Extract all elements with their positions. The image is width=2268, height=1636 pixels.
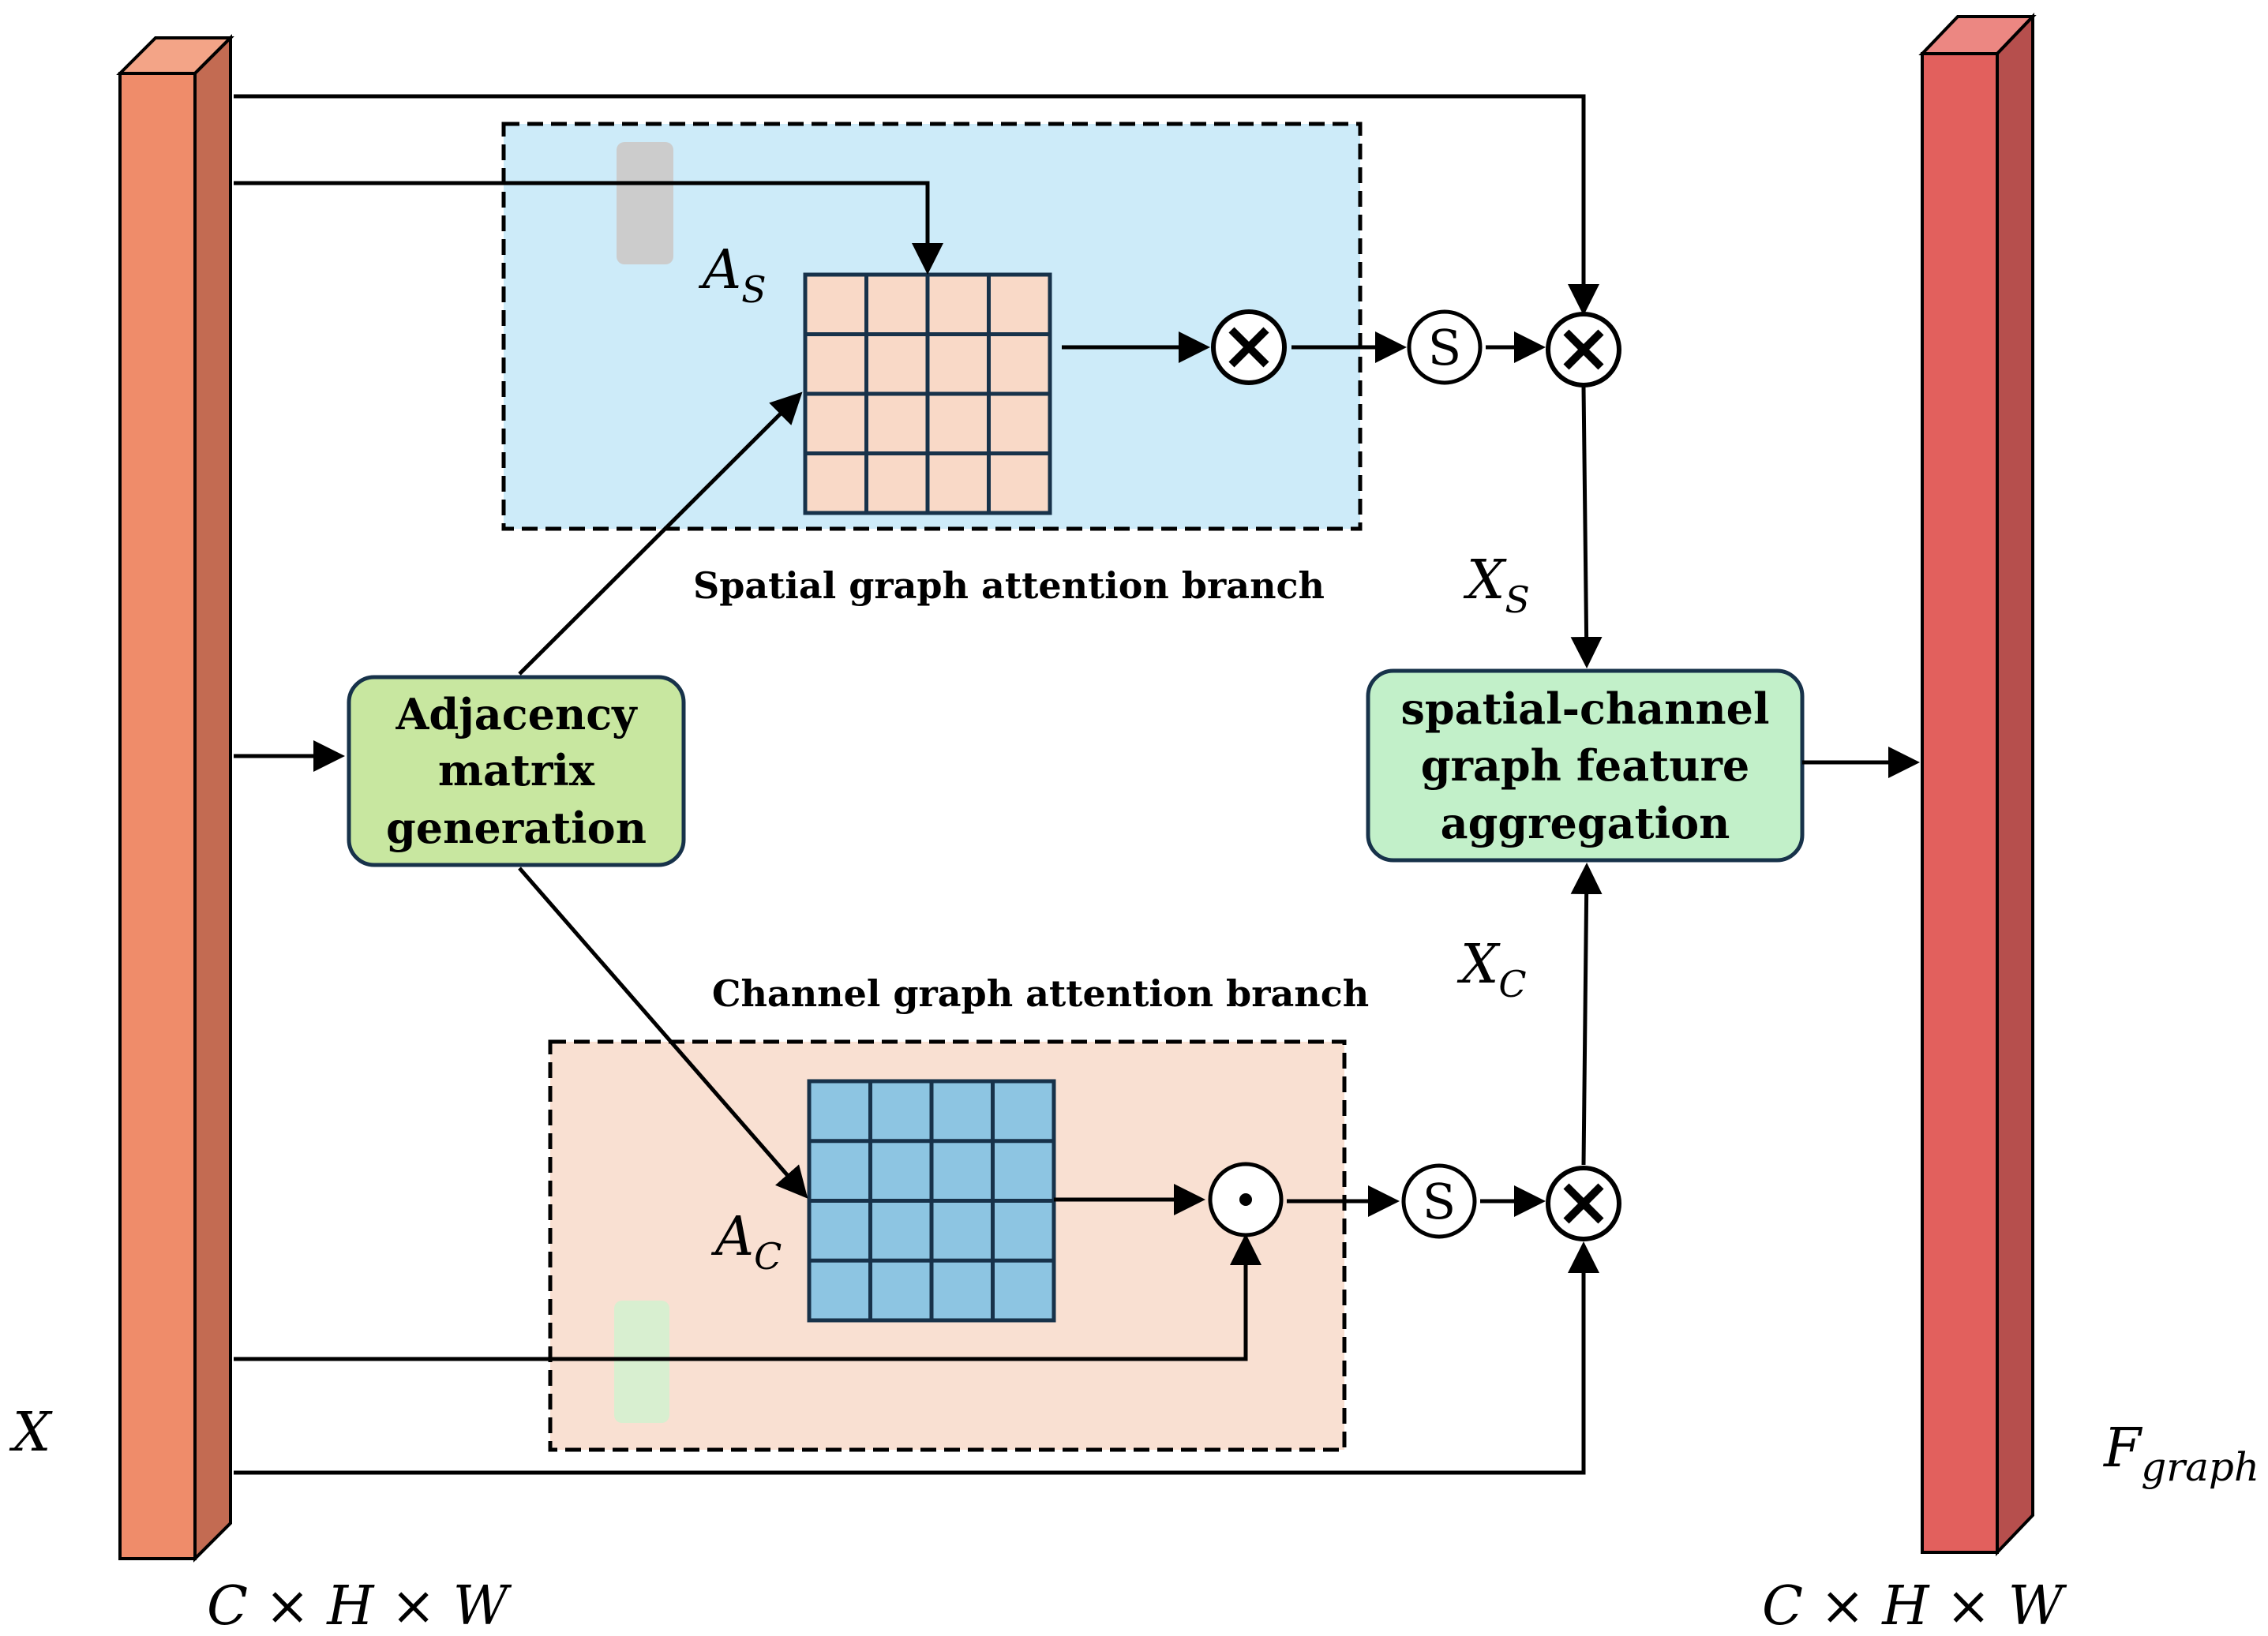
adjacency-generation-box (347, 675, 686, 867)
input-tensor-front (118, 72, 197, 1560)
aggregation-box (1366, 668, 1805, 863)
channel-sigmoid-op: S (1401, 1163, 1477, 1239)
spatial-branch-label: Spatial graph attention branch (693, 564, 1325, 607)
input-to-spatial-matrix-arrow (234, 181, 943, 275)
input-tensor-side (193, 34, 232, 1563)
channel-output-to-aggregation-arrow (1570, 863, 1603, 1166)
spatial-matrix-symbol: AS (698, 239, 767, 311)
connectors (234, 94, 1920, 1475)
channel-matrix-symbol: AC (710, 1206, 782, 1278)
spatial-adjacency-matrix (803, 272, 1052, 515)
input-to-channel-dot-arrow (234, 1234, 1261, 1361)
output-shape-label: C × H × W (1762, 1575, 2067, 1636)
adjacency-box-line-2: matrix (438, 745, 595, 796)
channel-output-symbol: XC (1456, 934, 1527, 1005)
spatial-sigmoid-label: S (1428, 319, 1461, 376)
aggregation-box-line-3: aggregation (1441, 798, 1730, 848)
channel-branch-label: Channel graph attention branch (712, 972, 1369, 1015)
input-shape-label: C × H × W (207, 1575, 512, 1636)
spatial-output-to-aggregation-arrow (1570, 386, 1603, 668)
spatial-output-symbol: XS (1463, 549, 1530, 621)
input-symbol: X (9, 1402, 53, 1464)
adjacency-box-line-1: Adjacency (395, 689, 639, 739)
spatial-multiply-op (1211, 309, 1287, 385)
output-tensor (1918, 13, 2037, 1556)
channel-dot-op (1208, 1162, 1284, 1237)
output-symbol: Fgraph (2102, 1417, 2259, 1490)
output-tensor-front (1921, 52, 1999, 1554)
spatial-sigmoid-op: S (1407, 309, 1483, 385)
aggregation-box-line-1: spatial-channel (1400, 683, 1769, 734)
adjacency-box-line-3: generation (386, 803, 647, 853)
adjacency-to-channel-arrow (518, 867, 808, 1199)
top-skip-arrow (234, 94, 1599, 316)
output-tensor-side (1996, 13, 2034, 1556)
spatial-gray-block (617, 142, 673, 264)
channel-adjacency-matrix (807, 1079, 1056, 1323)
adjacency-to-spatial-arrow (518, 391, 803, 676)
bottom-skip-arrow (234, 1241, 1599, 1475)
channel-green-block (614, 1301, 669, 1423)
input-tensor (116, 34, 234, 1563)
spatial-output-multiply-op (1546, 312, 1621, 387)
channel-output-multiply-op (1546, 1166, 1621, 1241)
aggregation-box-line-2: graph feature (1421, 740, 1750, 791)
channel-sigmoid-label: S (1423, 1173, 1456, 1230)
